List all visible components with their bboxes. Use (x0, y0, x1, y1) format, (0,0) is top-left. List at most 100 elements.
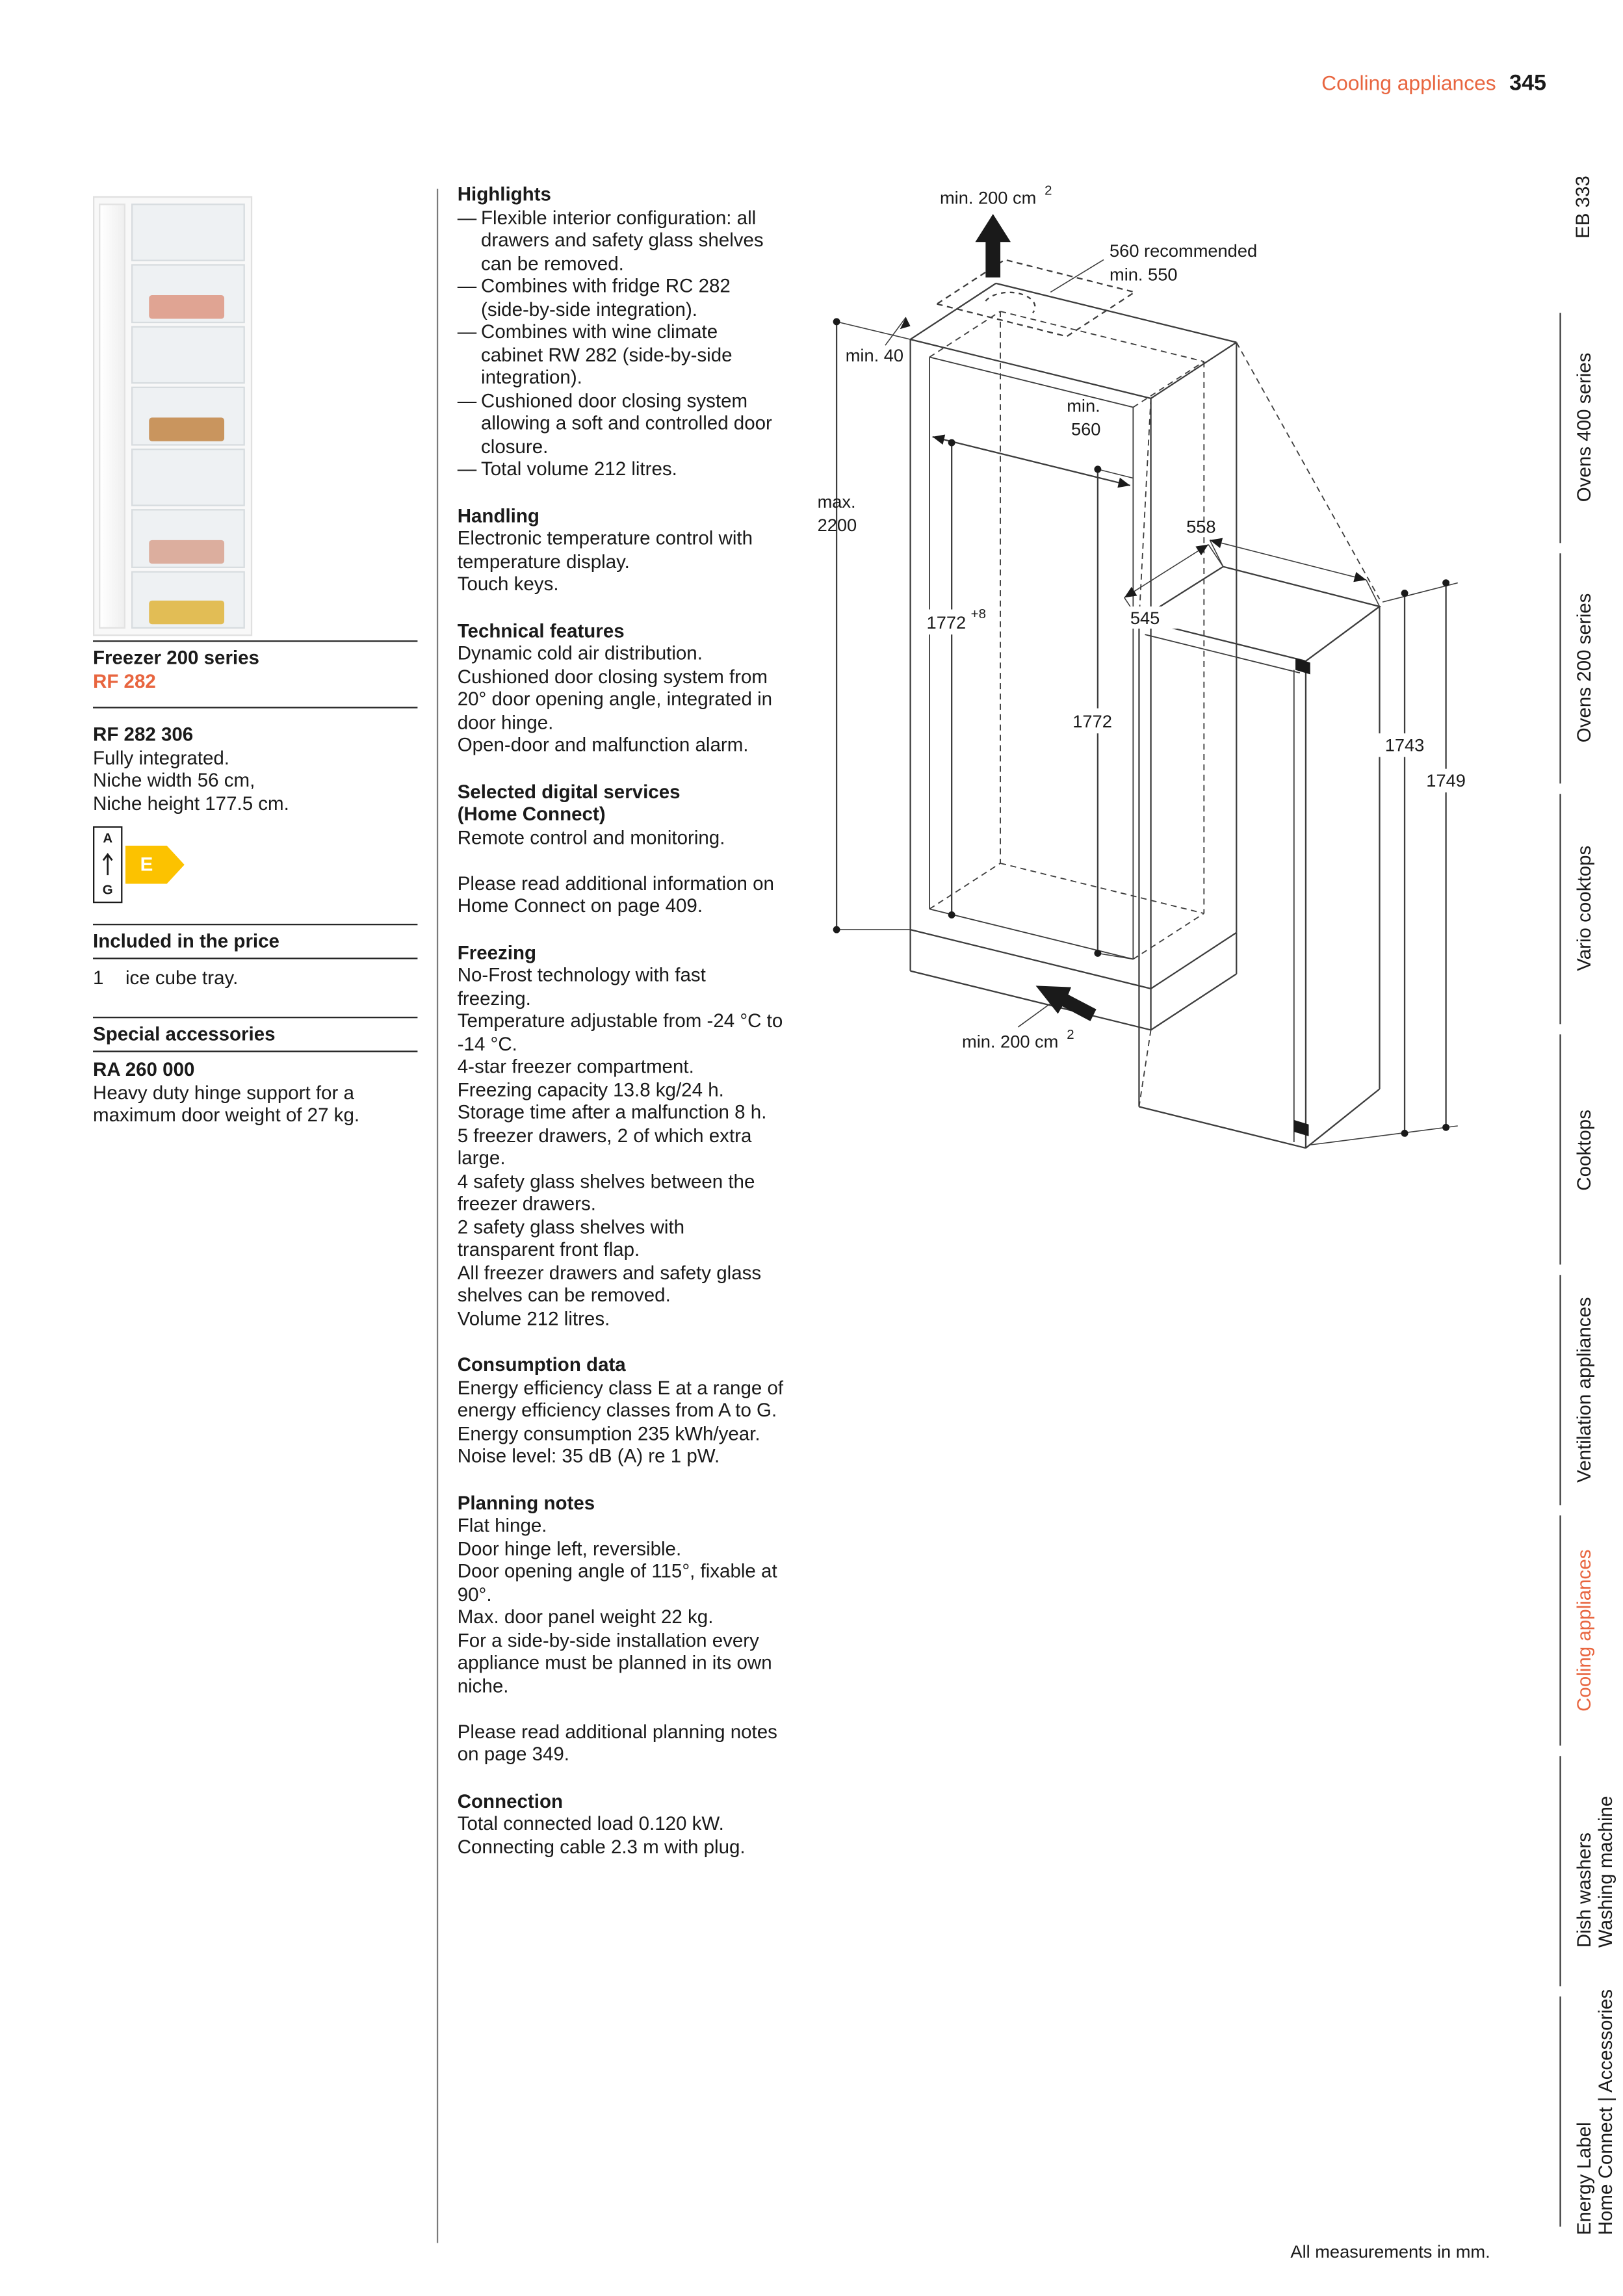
product-info: RF 282 306 Fully integrated. Niche width… (93, 723, 417, 815)
dim-vent-bottom-label: min. 200 cm (962, 1032, 1058, 1052)
dim-depth-recommended-label: 560 recommended (1110, 241, 1257, 261)
spec-line: Volume 212 litres. (458, 1307, 784, 1329)
section-selected-digital-services: Selected digital services(Home Connect)R… (458, 780, 784, 917)
spec-text: For a side-by-side installation every ap… (457, 1628, 772, 1697)
freezer-interior (131, 203, 245, 629)
section-title: Handling (457, 504, 539, 527)
spec-text: All freezer drawers and safety glass she… (457, 1260, 762, 1306)
freezer-drawer (131, 570, 245, 629)
column-divider (436, 189, 439, 2243)
spec-line: Please read additional planning notes on… (458, 1720, 784, 1766)
included-title: Included in the price (93, 930, 279, 952)
spec-line: All freezer drawers and safety glass she… (458, 1261, 784, 1307)
divider (93, 924, 418, 926)
spec-line: Max. door panel weight 22 kg. (458, 1606, 784, 1628)
spec-text: Remote control and monitoring. (457, 826, 725, 848)
sidebar-tab-eb-333[interactable]: EB 333 (1559, 140, 1623, 273)
sidebar-tab-label: Ovens 200 series (1572, 594, 1595, 744)
spec-text: Combines with fridge RC 282 (side-by-sid… (481, 274, 731, 320)
dim-sup: 2 (1067, 1028, 1074, 1042)
accessory-code: RA 260 000 (93, 1058, 195, 1080)
included-item-qty: 1 (93, 966, 104, 989)
sidebar-tab-label: Cooktops (1572, 1108, 1595, 1190)
sidebar-tab-ovens-400-series[interactable]: Ovens 400 series (1559, 313, 1623, 543)
dim-545-label: 545 (1130, 608, 1160, 628)
measurements-note: All measurements in mm. (1290, 2241, 1490, 2262)
spec-text: Flat hinge. (457, 1514, 547, 1537)
spec-text: Noise level: 35 dB (A) re 1 pW. (457, 1444, 720, 1467)
divider (93, 707, 418, 709)
spec-text: 5 freezer drawers, 2 of which extra larg… (457, 1123, 752, 1169)
spec-text: Open-door and malfunction alarm. (457, 733, 749, 756)
sidebar-tab-label: EB 333 (1571, 175, 1594, 239)
spec-text: Max. door panel weight 22 kg. (457, 1605, 714, 1628)
product-model: RF 282 (93, 669, 156, 692)
spec-text: Electronic temperature control with temp… (457, 527, 753, 572)
header-category: Cooling appliances (1321, 70, 1496, 95)
sidebar-tab-cooktops[interactable]: Cooktops (1559, 1034, 1623, 1265)
dim-1772-8-label: 1772 (927, 612, 967, 633)
sidebar-tab-label: Ovens 400 series (1572, 353, 1595, 503)
spec-line: Storage time after a malfunction 8 h. (458, 1101, 784, 1123)
spec-text: Door opening angle of 115°, fixable at 9… (457, 1559, 777, 1605)
dim-max-2200-label: max. (818, 491, 856, 512)
installation-diagram: min. 200 cm 2 560 recommended min. 550 m… (818, 184, 1480, 1149)
spec-text: Please read additional planning notes on… (457, 1719, 777, 1765)
page-header: Cooling appliances 345 (1321, 72, 1546, 95)
sidebar-tab-ventilation-appliances[interactable]: Ventilation appliances (1559, 1275, 1623, 1506)
section-title: Highlights (457, 183, 551, 205)
dim-depth-min-label: min. 550 (1110, 264, 1177, 284)
freezer-drawer (131, 509, 245, 567)
accessory-item: RA 260 000 Heavy duty hinge support for … (93, 1058, 417, 1127)
sidebar-tab-vario-cooktops[interactable]: Vario cooktops (1559, 794, 1623, 1024)
dim-max-2200-value: 2200 (818, 515, 857, 535)
product-description-line: Niche width 56 cm, (93, 768, 255, 791)
energy-scale: A G (93, 826, 123, 904)
spec-text: Dynamic cold air distribution. (457, 642, 703, 664)
spec-line: Dynamic cold air distribution. (458, 642, 784, 664)
diagram-linework (835, 259, 1458, 1149)
freezer-drawer (131, 265, 245, 323)
bullet-dash: — (457, 389, 477, 411)
spec-text: Touch keys. (457, 572, 559, 595)
spec-line: Open-door and malfunction alarm. (458, 733, 784, 756)
sidebar-tab-label: Ventilation appliances (1572, 1297, 1595, 1483)
dim-558-label: 558 (1186, 516, 1215, 536)
section-title: Freezing (457, 941, 537, 963)
spec-text: Freezing capacity 13.8 kg/24 h. (457, 1078, 724, 1101)
product-details: Highlights — Flexible interior configurati… (458, 183, 784, 1857)
dim-1772-label: 1772 (1072, 711, 1112, 731)
dim-1743-label: 1743 (1385, 735, 1425, 755)
product-header: Freezer 200 series RF 282 (93, 646, 417, 692)
spec-text: Door hinge left, reversible. (457, 1537, 682, 1559)
section-title: Connection (457, 1789, 564, 1812)
spec-text: 2 safety glass shelves with transparent … (457, 1215, 685, 1260)
spec-line: 4-star freezer compartment. (458, 1055, 784, 1078)
spec-line: Please read additional information on Ho… (458, 871, 784, 917)
sidebar-tab-cooling-appliances[interactable]: Cooling appliances (1559, 1515, 1623, 1746)
spec-text: Flexible interior configuration: all dra… (481, 205, 764, 274)
energy-label: A G E (93, 826, 185, 904)
dim-1749-label: 1749 (1426, 770, 1466, 790)
sidebar-tab-ovens-200-series[interactable]: Ovens 200 series (1559, 553, 1623, 784)
spec-line: Electronic temperature control with temp… (458, 527, 784, 572)
accessory-description: Heavy duty hinge support for a maximum d… (93, 1080, 360, 1127)
feature-bullet: —Combines with wine climate cabinet RW 2… (458, 320, 784, 389)
freezer-drawer (131, 387, 245, 445)
energy-rating: E (140, 853, 153, 876)
spec-line: 2 safety glass shelves with transparent … (458, 1215, 784, 1260)
spec-line: 5 freezer drawers, 2 of which extra larg… (458, 1124, 784, 1169)
dim-min-560-value: 560 (1071, 419, 1100, 439)
bullet-dash: — (457, 457, 477, 480)
spec-line: Cushioned door closing system from 20° d… (458, 665, 784, 734)
spec-line: Door opening angle of 115°, fixable at 9… (458, 1559, 784, 1605)
section-highlights: Highlights — Flexible interior configurati… (458, 183, 784, 480)
diagram-labels: min. 200 cm 2 560 recommended min. 550 m… (818, 184, 1466, 1052)
